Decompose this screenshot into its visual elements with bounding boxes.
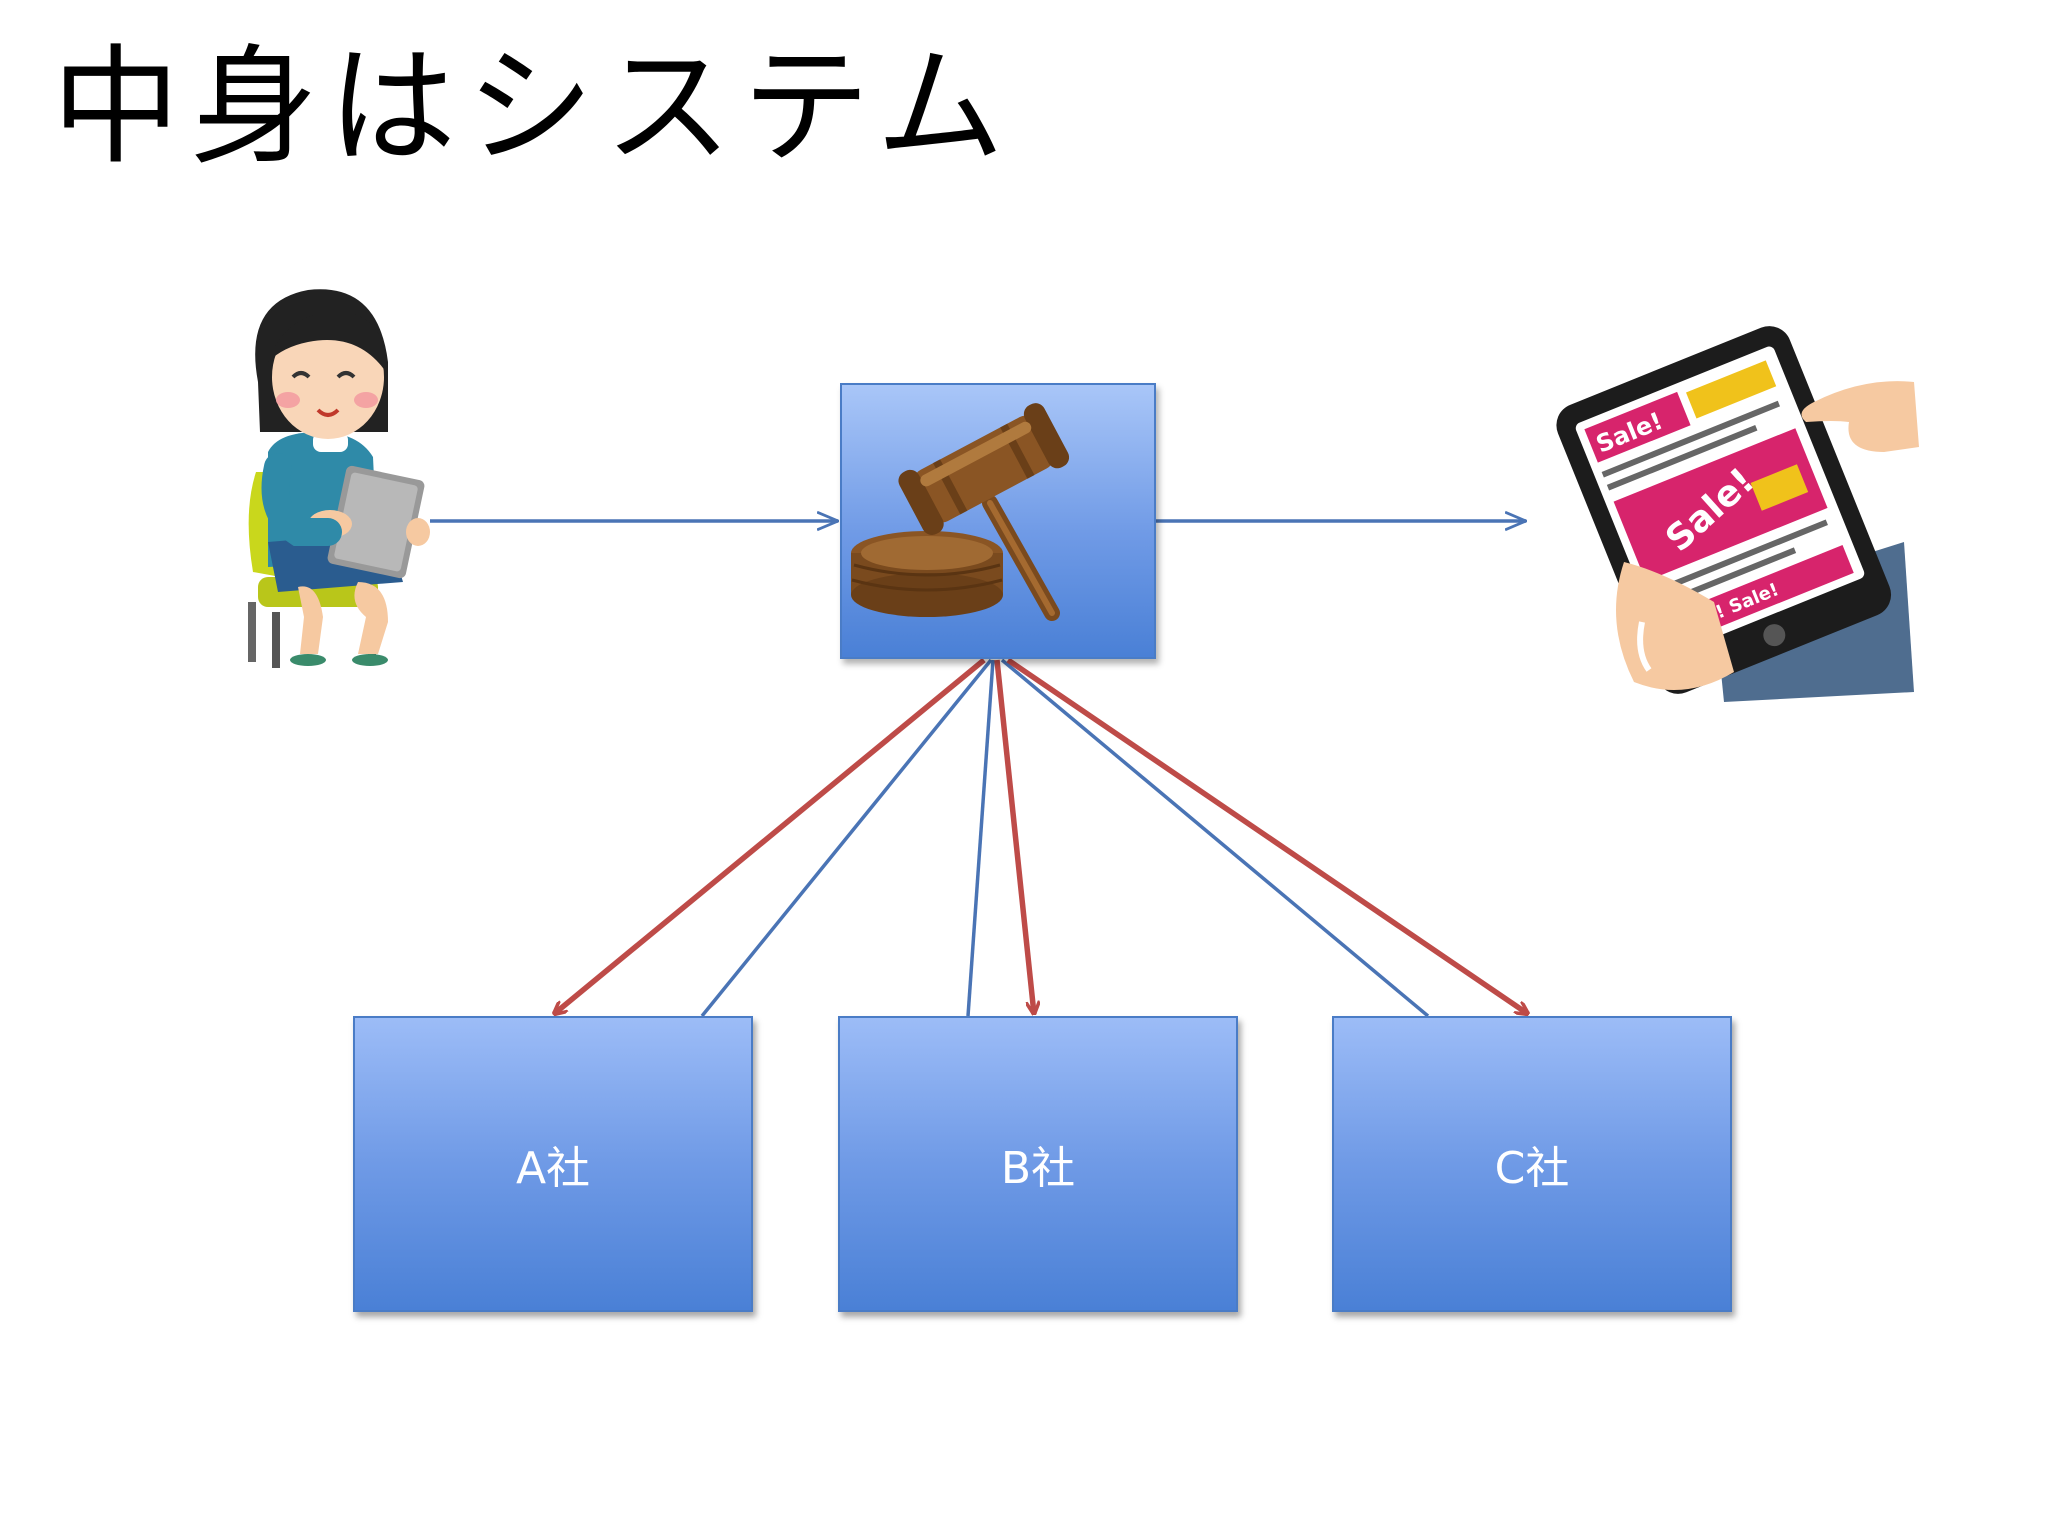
woman-with-tablet-icon bbox=[248, 289, 430, 668]
sale-smartphone-icon: Sale! Sale! Sale! Sale! bbox=[1556, 326, 1919, 702]
response-line-a bbox=[700, 658, 993, 1018]
company-a-label: A社 bbox=[515, 1143, 591, 1194]
company-c-label: C社 bbox=[1494, 1143, 1570, 1194]
auction-system-box bbox=[840, 383, 1156, 659]
company-b-label: B社 bbox=[1000, 1143, 1076, 1194]
request-arrow-c bbox=[1006, 657, 1528, 1014]
response-line-b bbox=[966, 659, 995, 1017]
gavel-icon bbox=[851, 403, 1070, 621]
slide-title: 中身はシステム bbox=[52, 33, 1015, 182]
company-b-box: B社 bbox=[838, 1016, 1238, 1312]
request-arrow-b bbox=[994, 659, 1034, 1014]
request-arrow-a bbox=[554, 657, 986, 1014]
company-a-box: A社 bbox=[353, 1016, 753, 1312]
company-c-box: C社 bbox=[1332, 1016, 1732, 1312]
response-line-c bbox=[1000, 658, 1430, 1018]
